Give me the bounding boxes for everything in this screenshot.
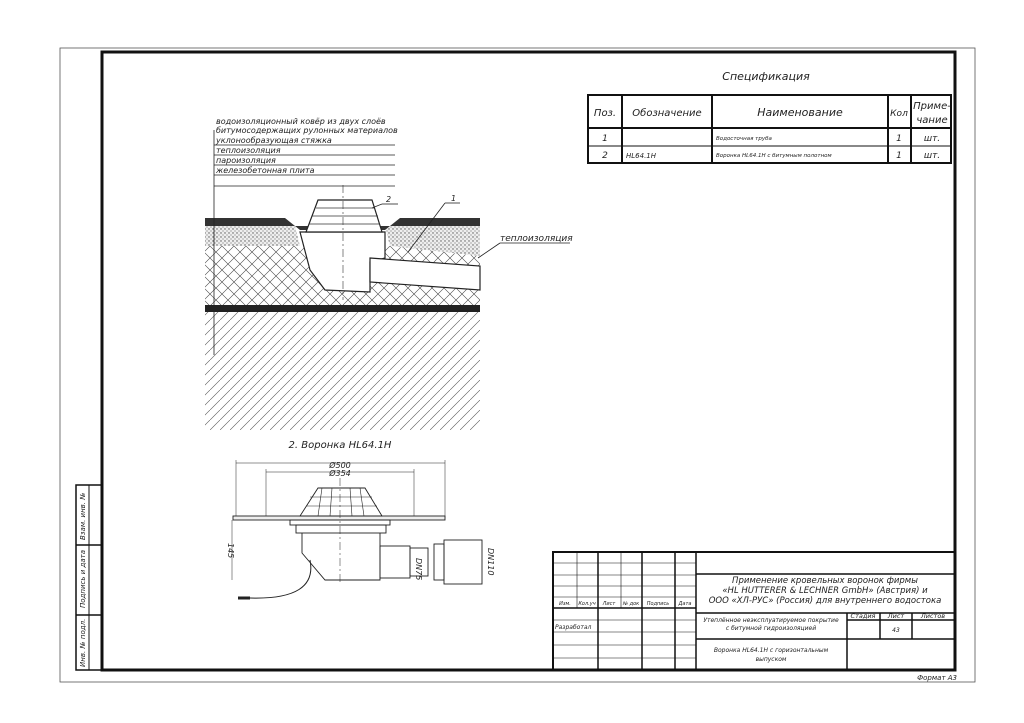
funnel-view-title: 2. Воронка HL64.1H: [289, 440, 392, 451]
inner-frame: [100, 50, 957, 672]
layer-label-membrane-2: битумосодержащих рулонных материалов: [216, 126, 398, 135]
title-block-grid: [552, 551, 956, 671]
spec-header-pos: Поз.: [594, 108, 616, 119]
spec-row-1-pos: 1: [602, 134, 608, 144]
stamp-inventory-label: Инв. № подл.: [79, 619, 87, 667]
spec-row-1-qty: 1: [896, 134, 902, 144]
roof-section: [205, 130, 570, 430]
spec-header-note-2: чание: [916, 115, 947, 126]
spec-row-2-pos: 2: [602, 151, 608, 161]
stamp-replacement-label: Взам. инв. №: [79, 492, 87, 540]
dim-dn75: DN75: [414, 558, 423, 580]
stamp-signature-label: Подпись и дата: [79, 550, 87, 608]
format-label: Формат А3: [917, 674, 957, 682]
dim-diameter-500: Ø500: [328, 460, 351, 470]
spec-header-designation: Обозначение: [632, 107, 701, 119]
layer-label-vapor-barrier: пароизоляция: [216, 156, 276, 165]
spec-title: Спецификация: [722, 70, 810, 83]
tb-header-sheet: Лист: [602, 601, 617, 607]
tb-header-count: Кол.уч: [578, 601, 595, 607]
tb-object-2: с битумной гидроизоляцией: [726, 625, 816, 632]
spec-header-note-1: Приме-: [913, 101, 951, 112]
spec-header-qty: Кол: [890, 109, 908, 119]
spec-table-grid: [587, 94, 952, 164]
spec-row-2-note: шт.: [924, 151, 940, 161]
tb-developed-label: Разработал: [555, 624, 592, 631]
spec-row-2-qty: 1: [896, 151, 902, 161]
tb-object-1: Утеплённое неэксплуатируемое покрытие: [703, 617, 839, 624]
spec-row-1-note: шт.: [924, 134, 940, 144]
spec-row-2-designation: HL64.1H: [626, 152, 657, 160]
dim-height-145: 145: [226, 543, 235, 558]
tb-sheet-label: Лист: [887, 612, 905, 620]
spec-header-name: Наименование: [757, 106, 843, 119]
dim-diameter-354: Ø354: [328, 468, 351, 478]
spec-row-1-name: Водосточная труба: [716, 136, 773, 142]
tb-stage-label: Стадия: [851, 612, 876, 620]
tb-header-doc: № док: [622, 601, 639, 607]
tb-project-title-1: Применение кровельных воронок фирмы: [732, 576, 918, 586]
tb-project-title-2: «HL HUTTERER & LECHNER GmbH» (Австрия) и: [722, 586, 928, 596]
spec-row-2-name: Воронка HL64.1H с битумным полотном: [716, 153, 832, 159]
tb-project-title-3: ООО «ХЛ-РУС» (Россия) для внутреннего во…: [709, 596, 942, 606]
tb-sheet-title-1: Воронка HL64.1H с горизонтальным: [714, 647, 829, 654]
tb-header-date: Дата: [678, 601, 692, 607]
layer-label-insulation: теплоизоляция: [216, 146, 281, 155]
layer-label-concrete-slab: железобетонная плита: [215, 166, 315, 175]
tb-sheets-label: Листов: [920, 612, 945, 620]
callout-1: 1: [451, 194, 456, 203]
dim-dn110: DN110: [486, 548, 495, 575]
callout-2: 2: [386, 195, 391, 204]
layer-label-membrane-1: водоизоляционный ковёр из двух слоёв: [216, 117, 386, 126]
tb-sheet-number: 43: [892, 627, 900, 634]
tb-sheet-title-2: выпуском: [756, 656, 787, 663]
funnel-elevation: [231, 460, 483, 600]
tb-header-signature: Подпись: [647, 601, 670, 607]
layer-label-screed: уклонообразующая стяжка: [215, 136, 332, 145]
insulation-label: теплоизоляция: [500, 234, 573, 244]
tb-header-change: Изм.: [559, 601, 571, 607]
side-stamp: [75, 484, 103, 671]
outer-frame: [59, 47, 976, 683]
